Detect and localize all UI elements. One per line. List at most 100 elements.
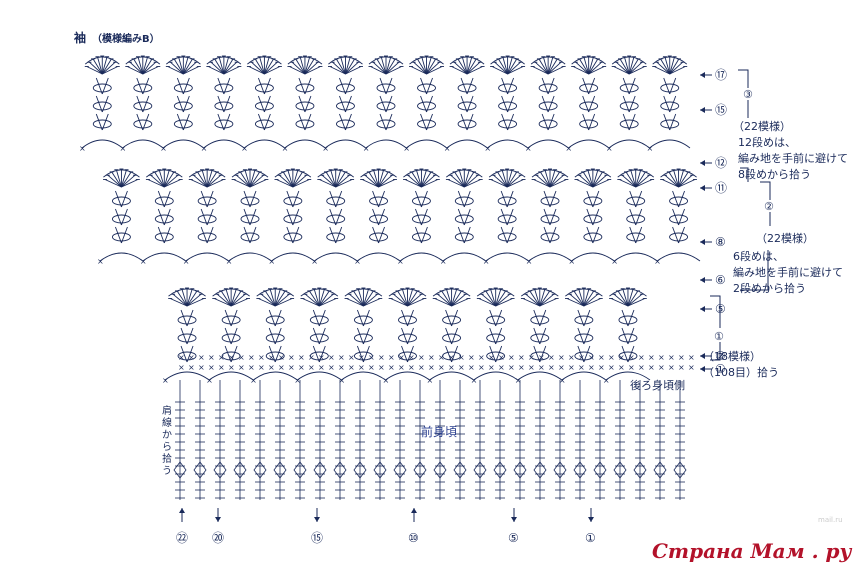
fan-motif [445, 168, 483, 188]
v-motif [579, 95, 599, 113]
fan-stitch [291, 61, 306, 75]
sc-mark: × [322, 144, 329, 153]
v-motif-leg [628, 77, 636, 95]
v-motif-leg [217, 95, 225, 113]
fan-motif [388, 287, 427, 307]
v-motif-leg [451, 327, 459, 345]
v-motif-oval [579, 101, 599, 111]
sc-stitch: × [178, 353, 185, 362]
fan-stitch [236, 174, 251, 188]
fan-stitch [332, 61, 346, 75]
fan-stitch [302, 298, 320, 307]
fan-stitch [276, 179, 294, 188]
v-motif-leg [263, 113, 271, 131]
v-motif-leg [378, 226, 385, 244]
v-motif-leg [622, 113, 630, 131]
fan-stitch [197, 171, 208, 188]
fan-motif [652, 55, 688, 75]
v-motif-leg [421, 190, 428, 208]
sc-mark: × [646, 144, 653, 153]
fan-stitch [664, 56, 671, 75]
sc-stitch: × [458, 353, 465, 362]
fan-stitch [304, 66, 321, 75]
v-motif-oval [411, 214, 431, 224]
fan-stitch [216, 293, 232, 307]
fan-stitch [372, 61, 387, 75]
v-motif-oval [497, 214, 517, 224]
fan-stitch [501, 169, 508, 188]
v-motif-leg [249, 190, 257, 208]
fan-motif [165, 55, 201, 75]
sc-stitch: × [288, 353, 295, 362]
v-motif-oval [353, 351, 373, 361]
fan-stitch [495, 288, 502, 307]
sc-stitch: × [648, 353, 655, 362]
v-motif-leg [95, 95, 103, 113]
section-1-pickup: （108目）拾う [703, 365, 779, 379]
fan-stitch [588, 66, 605, 75]
fan-stitch [490, 288, 497, 307]
v-motif-leg [224, 345, 232, 363]
v-motif [417, 77, 436, 95]
sc-stitch: × [278, 363, 285, 372]
v-motif [660, 77, 680, 95]
fan-motif [287, 55, 323, 75]
fan-stitch [613, 293, 629, 307]
v-motif-oval [454, 214, 474, 224]
chain-arc [99, 252, 144, 262]
v-motif [173, 113, 193, 131]
sc-stitch: × [678, 363, 685, 372]
body-column [173, 380, 187, 500]
fan-stitch [628, 61, 643, 75]
v-motif [454, 208, 474, 226]
fan-stitch [495, 290, 507, 307]
v-motif-leg [274, 345, 282, 363]
sc-stitch: × [348, 353, 355, 362]
section-3-bracket [738, 69, 749, 182]
fan-stitch [97, 56, 103, 75]
chain-arc [324, 139, 367, 149]
chain-arc [517, 371, 563, 381]
v-motif-leg [115, 208, 122, 226]
v-motif-leg [415, 226, 422, 244]
fan-stitch [451, 66, 468, 75]
v-motif-leg [420, 95, 427, 113]
sc-stitch: × [358, 353, 365, 362]
sc-mark: × [611, 257, 618, 266]
fan-stitch [673, 169, 680, 188]
fan-stitch [450, 174, 465, 188]
v-motif-leg [445, 309, 453, 327]
v-motif [486, 309, 506, 327]
v-motif [154, 190, 174, 208]
section-2-number: ② [764, 200, 774, 213]
fan-stitch [325, 171, 337, 188]
fan-stitch [182, 56, 189, 75]
sc-stitch: × [508, 353, 515, 362]
v-motif-oval [574, 333, 594, 343]
v-motif-oval [457, 101, 477, 111]
v-motif-leg [121, 208, 128, 226]
fan-stitch [167, 66, 184, 75]
v-motif [583, 190, 603, 208]
fan-stitch [304, 61, 319, 75]
v-motif-leg [200, 226, 208, 244]
v-motif-leg [362, 309, 370, 327]
v-motif-leg [136, 113, 144, 131]
v-motif-oval [660, 83, 680, 93]
v-motif-oval [583, 196, 603, 206]
v-motif-leg [182, 113, 190, 131]
column-diamond [453, 461, 467, 479]
v-motif-leg [243, 190, 251, 208]
sc-mark: × [282, 144, 289, 153]
v-motif-oval [538, 101, 558, 111]
fan-stitch [282, 171, 294, 188]
row-label: ⑫ [715, 156, 727, 170]
chain-arc [568, 139, 610, 149]
chain-arc [341, 371, 386, 381]
body-column [213, 380, 227, 500]
row-arrowhead [700, 306, 705, 312]
fan-stitch [335, 174, 350, 188]
v-motif-leg [372, 226, 379, 244]
fan-stitch [619, 179, 636, 188]
v-motif [626, 208, 646, 226]
